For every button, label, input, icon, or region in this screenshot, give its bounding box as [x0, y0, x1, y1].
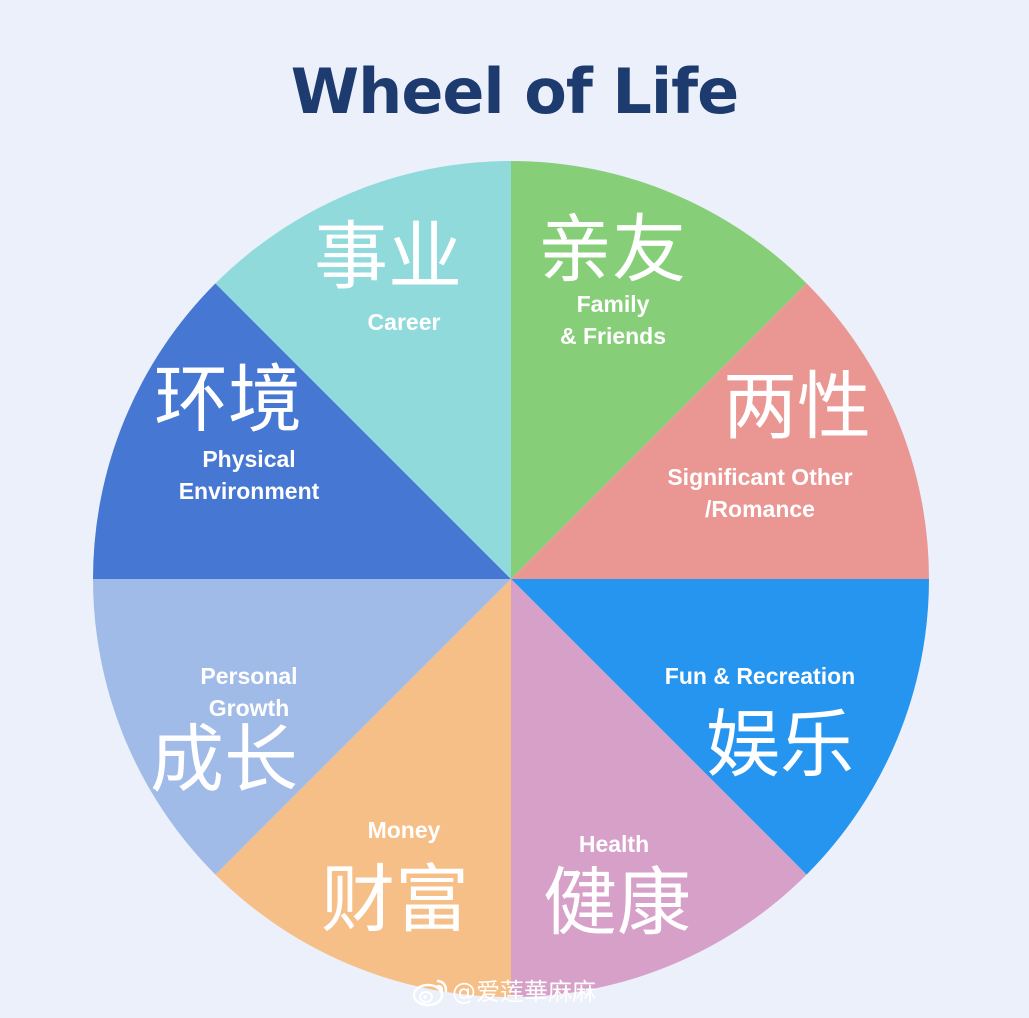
- watermark-text: @爱莲華麻麻: [452, 978, 596, 1006]
- segment-growth: [93, 579, 511, 875]
- segment-label-romance: 两性 Significant Other/Romance: [667, 364, 871, 522]
- segment-label-health: 健康 Health: [543, 831, 691, 946]
- segment-label-fun: 娱乐 Fun & Recreation: [665, 663, 855, 788]
- segment-english-label: Fun & Recreation: [665, 663, 855, 689]
- segment-english-label: Growth: [209, 695, 290, 721]
- segment-money: [215, 579, 511, 997]
- segment-chinese-label: 成长: [150, 717, 298, 803]
- segment-career: [215, 161, 511, 579]
- segment-environment: [93, 283, 511, 579]
- segment-health: [511, 579, 807, 997]
- segment-english-label: Environment: [179, 478, 320, 504]
- segment-chinese-label: 娱乐: [706, 702, 854, 788]
- segment-english-label: Significant Other: [667, 464, 852, 490]
- segment-english-label: Money: [368, 817, 441, 843]
- segment-english-label: Family: [577, 291, 650, 317]
- segment-chinese-label: 财富: [321, 857, 469, 943]
- segment-chinese-label: 两性: [723, 364, 871, 450]
- segment-fun: [511, 579, 929, 875]
- segment-chinese-label: 亲友: [538, 207, 686, 293]
- segment-english-label: Personal: [200, 663, 297, 689]
- segment-label-career: 事业 Career: [314, 214, 462, 335]
- segment-family: [511, 161, 807, 579]
- weibo-icon: [412, 976, 450, 1008]
- segment-chinese-label: 健康: [543, 860, 691, 946]
- segment-english-label: Career: [368, 309, 441, 335]
- segment-chinese-label: 环境: [154, 357, 302, 443]
- segment-english-label: Health: [579, 831, 649, 857]
- segment-english-label: Physical: [202, 446, 295, 472]
- segment-label-money: 财富 Money: [321, 817, 469, 943]
- segment-english-label: & Friends: [560, 323, 666, 349]
- segment-romance: [511, 283, 929, 579]
- page-title: Wheel of Life: [290, 55, 739, 128]
- segment-chinese-label: 事业: [314, 214, 462, 300]
- segment-english-label: /Romance: [705, 496, 815, 522]
